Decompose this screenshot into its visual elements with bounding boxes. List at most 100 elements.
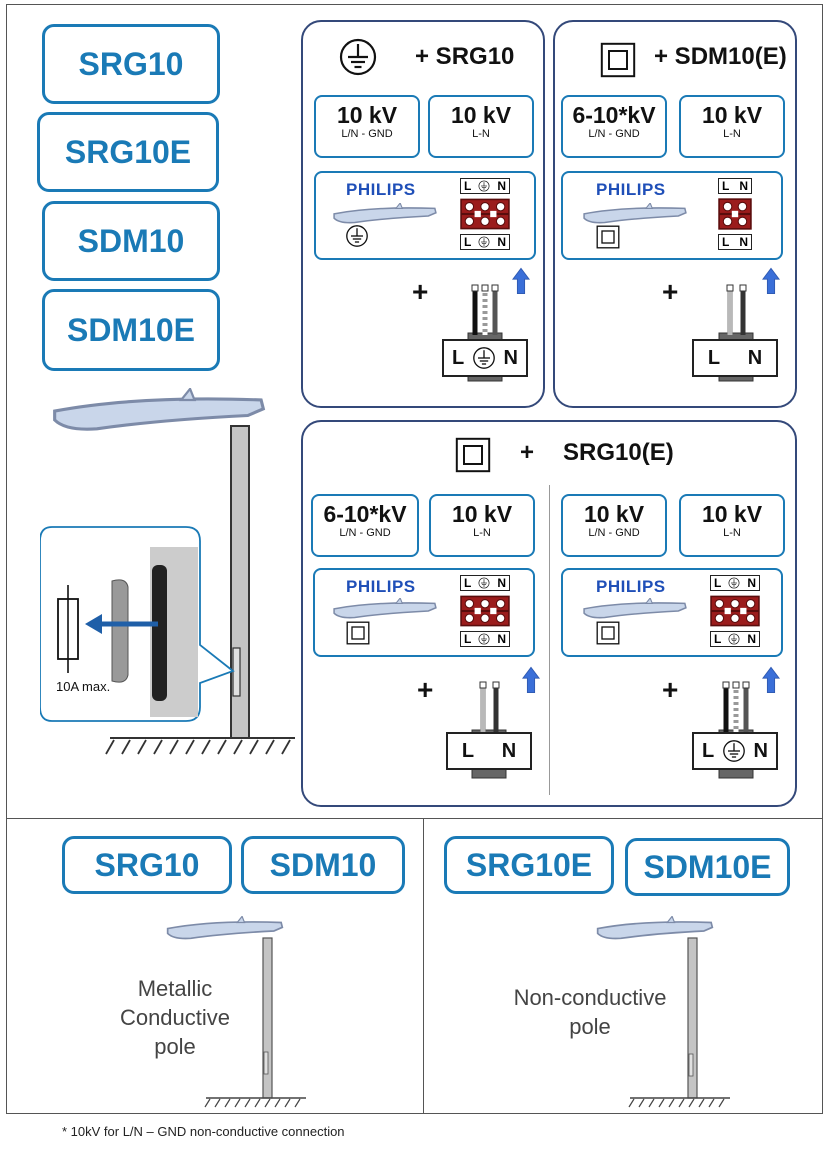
philips-logo: PHILIPS bbox=[596, 180, 666, 199]
terminal-l: L bbox=[722, 235, 730, 249]
kv-subtitle: L/N - GND bbox=[588, 527, 640, 539]
kv-box-ln-gnd: 10 kV L/N - GND bbox=[561, 494, 667, 557]
kv-box-ln-gnd: 6-10*kV L/N - GND bbox=[311, 494, 419, 557]
panel-earth-header: + SRG10 bbox=[415, 43, 515, 70]
terminal-l: L bbox=[464, 632, 472, 646]
pole-illustration bbox=[53, 388, 295, 755]
terminal-l: L bbox=[722, 179, 730, 193]
footnote: * 10kV for L/N – GND non-conductive conn… bbox=[62, 1124, 345, 1139]
connector-box: L N bbox=[692, 732, 778, 770]
earth-icon bbox=[723, 740, 745, 762]
connector-box: L N bbox=[446, 732, 532, 770]
cable-2-wire bbox=[469, 665, 509, 795]
double-insulation-icon bbox=[596, 225, 620, 249]
arrow-up-icon bbox=[762, 267, 780, 295]
kv-value: 6-10*kV bbox=[323, 501, 407, 527]
plus-sign: + bbox=[412, 276, 429, 307]
earth-icon bbox=[478, 236, 490, 248]
pole-type-label: Non-conductive pole bbox=[490, 983, 690, 1041]
philips-logo: PHILIPS bbox=[596, 577, 666, 596]
pole-illustration-metallic bbox=[166, 916, 306, 1108]
product-badge-sdm10e: SDM10E bbox=[42, 289, 220, 371]
cable-3-wire bbox=[716, 665, 756, 795]
kv-subtitle: L-N bbox=[723, 128, 741, 140]
pole-line: pole bbox=[569, 1014, 611, 1039]
terminal-label-top: L N bbox=[710, 575, 760, 591]
double-insulation-icon bbox=[596, 621, 620, 645]
connector-n: N bbox=[753, 739, 768, 762]
kv-box-l-n: 10 kV L-N bbox=[429, 494, 535, 557]
connector-l: L bbox=[461, 739, 475, 762]
terminal-label-bottom: L N bbox=[460, 631, 510, 647]
kv-subtitle: L/N - GND bbox=[339, 527, 391, 539]
connector-box: L N bbox=[442, 339, 528, 377]
plus-sign: + bbox=[417, 674, 434, 705]
pole-line: pole bbox=[154, 1034, 196, 1059]
fuse-callout bbox=[40, 526, 235, 722]
earth-icon bbox=[478, 633, 490, 645]
kv-subtitle: L/N - GND bbox=[341, 128, 393, 140]
connector-l: L bbox=[452, 346, 465, 369]
terminal-n: N bbox=[739, 235, 748, 249]
product-badge-sdm10: SDM10 bbox=[42, 201, 220, 281]
terminal-n: N bbox=[739, 179, 748, 193]
connector-l: L bbox=[707, 346, 721, 369]
kv-box-l-n: 10 kV L-N bbox=[428, 95, 534, 158]
kv-value: 10 kV bbox=[701, 102, 763, 128]
combo-divider bbox=[549, 485, 550, 795]
kv-value: 10 kV bbox=[450, 102, 512, 128]
philips-logo: PHILIPS bbox=[346, 180, 416, 199]
pole-line: Non-conductive bbox=[513, 985, 667, 1010]
kv-value: 6-10*kV bbox=[572, 102, 656, 128]
philips-logo: PHILIPS bbox=[346, 577, 416, 596]
product-badge-srg10: SRG10 bbox=[42, 24, 220, 104]
kv-value: 10 kV bbox=[701, 501, 763, 527]
kv-subtitle: L/N - GND bbox=[588, 128, 640, 140]
terminal-n: N bbox=[747, 632, 756, 646]
terminal-n: N bbox=[497, 576, 506, 590]
cable-2-wire bbox=[716, 268, 756, 398]
terminal-n: N bbox=[497, 632, 506, 646]
kv-box-ln-gnd: 6-10*kV L/N - GND bbox=[561, 95, 667, 158]
earth-crossed-icon bbox=[728, 577, 740, 589]
pole-type-label: Metallic Conductive pole bbox=[100, 974, 250, 1061]
diagram-frame bbox=[6, 4, 823, 1114]
terminal-l: L bbox=[714, 576, 722, 590]
terminal-block bbox=[710, 595, 760, 627]
panel-combo-plus: + bbox=[520, 439, 535, 466]
terminal-l: L bbox=[464, 179, 472, 193]
kv-box-l-n: 10 kV L-N bbox=[679, 494, 785, 557]
terminal-block bbox=[460, 198, 510, 230]
section-divider bbox=[6, 818, 823, 819]
kv-box-ln-gnd: 10 kV L/N - GND bbox=[314, 95, 420, 158]
bottom-divider bbox=[423, 818, 424, 1114]
terminal-block bbox=[718, 198, 752, 230]
double-insulation-icon bbox=[455, 437, 491, 473]
kv-subtitle: L-N bbox=[472, 128, 490, 140]
terminal-l: L bbox=[714, 632, 722, 646]
panel-double-header: + SDM10(E) bbox=[654, 43, 787, 70]
terminal-l: L bbox=[464, 576, 472, 590]
kv-value: 10 kV bbox=[451, 501, 513, 527]
terminal-label-top: L N bbox=[460, 575, 510, 591]
terminal-n: N bbox=[497, 179, 506, 193]
earth-crossed-icon bbox=[478, 577, 490, 589]
earth-icon bbox=[473, 347, 495, 369]
double-insulation-icon bbox=[600, 42, 636, 78]
plus-sign: + bbox=[662, 276, 679, 307]
arrow-up-icon bbox=[762, 666, 780, 694]
terminal-l: L bbox=[464, 235, 472, 249]
connector-box: L N bbox=[692, 339, 778, 377]
pole-illustration-nonconductive bbox=[596, 916, 730, 1108]
cable-3-wire bbox=[465, 268, 505, 398]
terminal-block bbox=[460, 595, 510, 627]
kv-subtitle: L-N bbox=[723, 527, 741, 539]
kv-box-l-n: 10 kV L-N bbox=[679, 95, 785, 158]
earth-icon bbox=[478, 180, 490, 192]
pole-line: Conductive bbox=[119, 1005, 231, 1030]
earth-icon bbox=[728, 633, 740, 645]
product-badge-srg10e: SRG10E bbox=[444, 836, 614, 894]
product-badge-srg10e: SRG10E bbox=[37, 112, 219, 192]
pole-line: Metallic bbox=[137, 976, 213, 1001]
product-badge-sdm10: SDM10 bbox=[241, 836, 405, 894]
